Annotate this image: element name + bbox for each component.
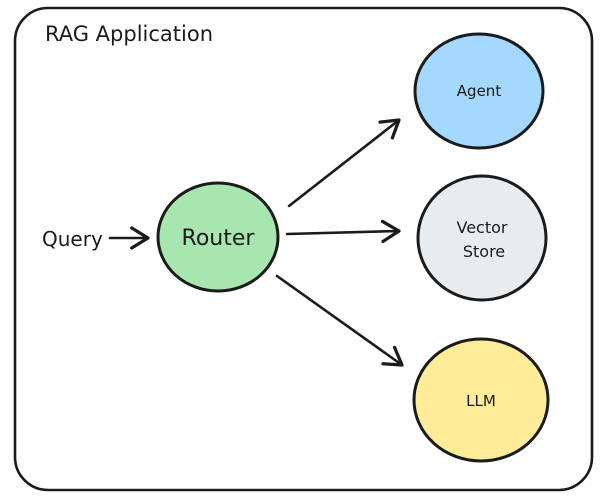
diagram-title: RAG Application (45, 22, 213, 46)
arrow-router-to-llm (275, 274, 404, 367)
query-label: Query (42, 227, 103, 251)
arrow-router-to-agent (287, 118, 401, 208)
router-node (156, 181, 280, 293)
agent-node (413, 32, 545, 150)
arrow-router-to-vector-store (285, 219, 401, 244)
vector-store-label-line1: Vector (457, 218, 508, 237)
vector-store-node (416, 174, 548, 302)
vector-store-label-line2: Store (463, 242, 505, 261)
router-label: Router (182, 226, 256, 251)
diagram-frame (13, 6, 594, 492)
agent-label: Agent (457, 82, 502, 100)
llm-label: LLM (466, 392, 496, 410)
llm-node (412, 337, 550, 463)
